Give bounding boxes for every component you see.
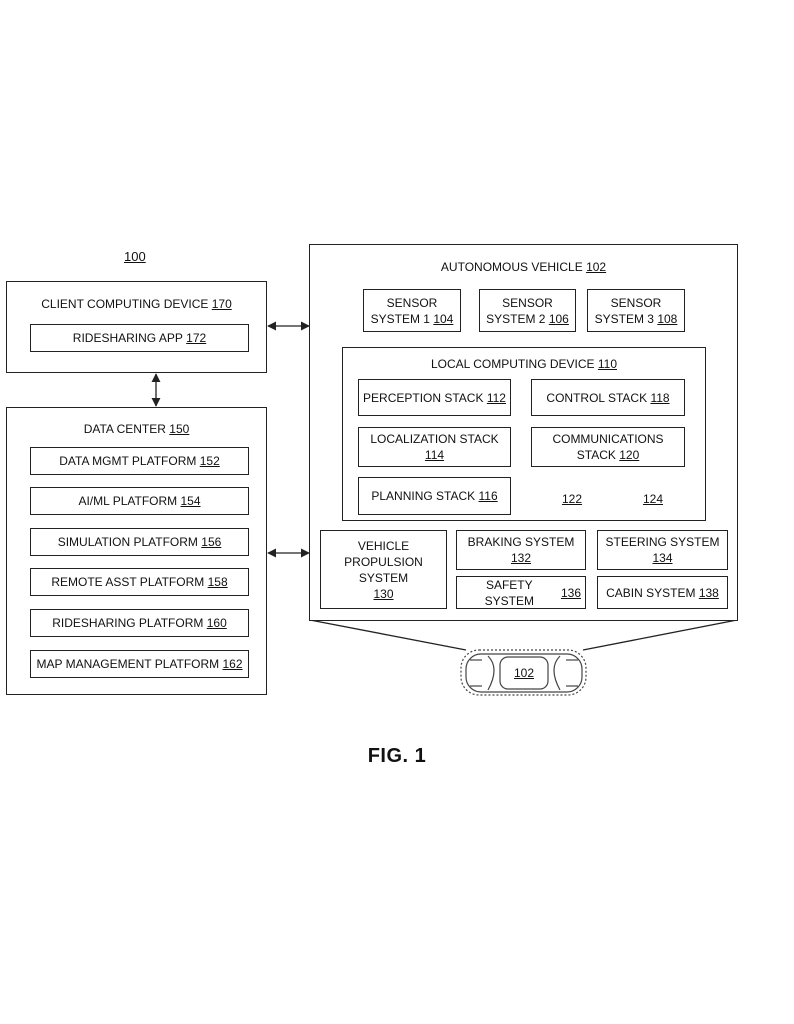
- sensor-system-2: SENSOR SYSTEM 2 106: [479, 289, 576, 332]
- client-computing-device: CLIENT COMPUTING DEVICE 170 RIDESHARING …: [6, 281, 267, 373]
- remote-asst-platform: REMOTE ASST PLATFORM 158: [30, 568, 249, 596]
- local-device-title: LOCAL COMPUTING DEVICE 110: [430, 357, 618, 371]
- storage-label-124: 124: [642, 492, 664, 506]
- localization-stack: LOCALIZATION STACK 114: [358, 427, 511, 467]
- map-management-platform: MAP MANAGEMENT PLATFORM 162: [30, 650, 249, 678]
- car-label: 102: [513, 666, 535, 680]
- car-drawing: [460, 649, 587, 696]
- local-computing-device: LOCAL COMPUTING DEVICE 110 PERCEPTION ST…: [342, 347, 706, 521]
- ridesharing-platform: RIDESHARING PLATFORM 160: [30, 609, 249, 637]
- control-stack: CONTROL STACK 118: [531, 379, 685, 416]
- steering-system: STEERING SYSTEM 134: [597, 530, 728, 570]
- safety-system: SAFETY SYSTEM 136: [456, 576, 586, 609]
- ridesharing-app: RIDESHARING APP 172: [30, 324, 249, 352]
- reference-number: 100: [124, 249, 146, 264]
- funnel-line-left: [309, 619, 467, 651]
- vehicle-title: AUTONOMOUS VEHICLE 102: [440, 260, 607, 274]
- storage-label-122: 122: [561, 492, 583, 506]
- data-center-title: DATA CENTER 150: [83, 422, 190, 436]
- planning-stack: PLANNING STACK 116: [358, 477, 511, 515]
- data-mgmt-platform: DATA MGMT PLATFORM 152: [30, 447, 249, 475]
- data-center: DATA CENTER 150 DATA MGMT PLATFORM 152 A…: [6, 407, 267, 695]
- ai-ml-platform: AI/ML PLATFORM 154: [30, 487, 249, 515]
- perception-stack: PERCEPTION STACK 112: [358, 379, 511, 416]
- cabin-system: CABIN SYSTEM 138: [597, 576, 728, 609]
- sensor-system-1: SENSOR SYSTEM 1 104: [363, 289, 461, 332]
- communications-stack: COMMUNICATIONS STACK 120: [531, 427, 685, 467]
- funnel-line-right: [582, 619, 738, 651]
- autonomous-vehicle: AUTONOMOUS VEHICLE 102 SENSOR SYSTEM 1 1…: [309, 244, 738, 621]
- braking-system: BRAKING SYSTEM 132: [456, 530, 586, 570]
- sensor-system-3: SENSOR SYSTEM 3 108: [587, 289, 685, 332]
- simulation-platform: SIMULATION PLATFORM 156: [30, 528, 249, 556]
- figure-caption: FIG. 1: [367, 745, 427, 767]
- vehicle-propulsion-system: VEHICLE PROPULSION SYSTEM 130: [320, 530, 447, 609]
- client-device-title: CLIENT COMPUTING DEVICE 170: [41, 297, 232, 311]
